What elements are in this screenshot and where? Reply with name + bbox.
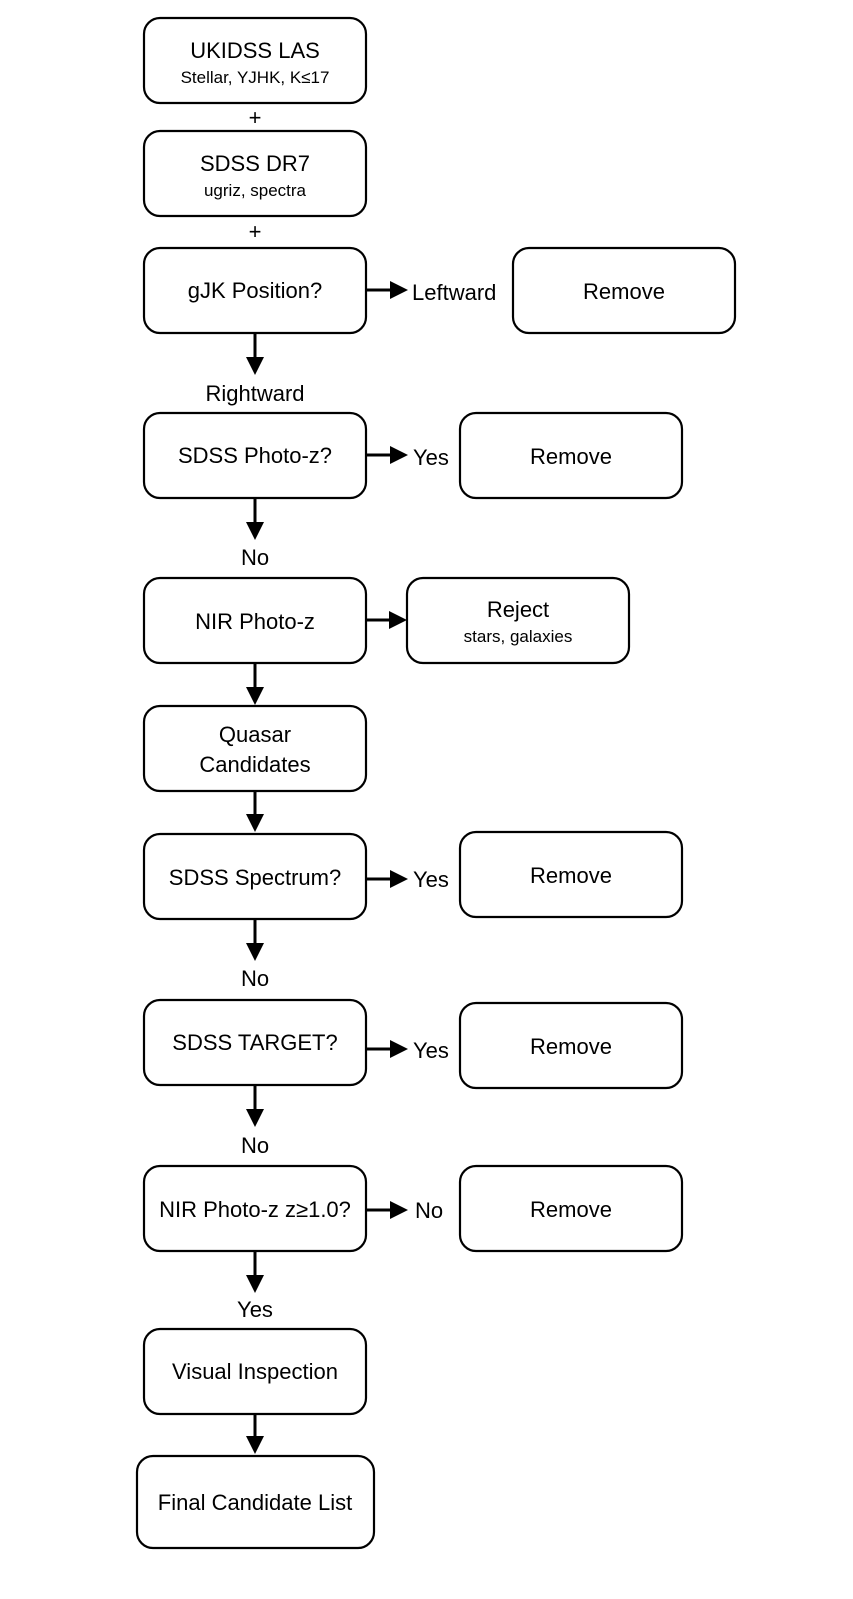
node-sdss-dr7-subtitle: ugriz, spectra	[204, 181, 307, 200]
edge-label-rightward: Rightward	[205, 381, 304, 406]
node-remove-1: Remove	[511, 246, 737, 335]
node-quasar-candidates: Quasar Candidates	[142, 704, 368, 793]
node-remove-1-title: Remove	[583, 279, 665, 304]
node-nir-photoz-cut-title: NIR Photo-z z≥1.0?	[159, 1197, 351, 1222]
node-remove-2: Remove	[458, 411, 684, 500]
node-visual-inspection: Visual Inspection	[142, 1327, 368, 1416]
node-nir-photoz: NIR Photo-z	[142, 576, 368, 665]
arrow-spectrum-to-yes	[366, 870, 408, 888]
node-remove-2-title: Remove	[530, 444, 612, 469]
node-sdss-photoz: SDSS Photo-z?	[142, 411, 368, 500]
arrow-target-to-no	[246, 1085, 264, 1127]
arrow-gjk-to-leftward	[366, 281, 408, 299]
arrow-visual-to-final	[246, 1414, 264, 1454]
edge-label-target-no: No	[241, 1133, 269, 1158]
arrow-spectrum-to-no	[246, 919, 264, 961]
arrow-photoz-to-no	[246, 498, 264, 540]
node-reject-title: Reject	[487, 597, 549, 622]
edge-label-spectrum-yes: Yes	[413, 867, 449, 892]
node-reject-subtitle: stars, galaxies	[464, 627, 573, 646]
arrow-target-to-yes	[366, 1040, 408, 1058]
node-ukidss-las-subtitle: Stellar, YJHK, K≤17	[181, 68, 330, 87]
node-quasar-candidates-line2: Candidates	[199, 752, 310, 777]
node-remove-3-title: Remove	[530, 863, 612, 888]
node-sdss-target-title: SDSS TARGET?	[172, 1030, 337, 1055]
node-final-candidate-list-title: Final Candidate List	[158, 1490, 352, 1515]
node-visual-inspection-title: Visual Inspection	[172, 1359, 338, 1384]
node-sdss-target: SDSS TARGET?	[142, 998, 368, 1087]
node-remove-5-title: Remove	[530, 1197, 612, 1222]
node-remove-4: Remove	[458, 1001, 684, 1090]
node-sdss-spectrum-title: SDSS Spectrum?	[169, 865, 341, 890]
node-remove-3: Remove	[458, 830, 684, 919]
node-quasar-candidates-line1: Quasar	[219, 722, 291, 747]
edge-label-target-yes: Yes	[413, 1038, 449, 1063]
node-final-candidate-list: Final Candidate List	[135, 1454, 376, 1550]
arrow-nir-photoz-to-quasar	[246, 663, 264, 705]
arrow-cut-to-yes	[246, 1251, 264, 1293]
edge-label-leftward: Leftward	[412, 280, 496, 305]
edge-label-spectrum-no: No	[241, 966, 269, 991]
node-sdss-dr7: SDSS DR7 ugriz, spectra	[142, 129, 368, 218]
node-gjk-position: gJK Position?	[142, 246, 368, 335]
node-reject: Reject stars, galaxies	[405, 576, 631, 665]
edge-label-photoz-no: No	[241, 545, 269, 570]
node-nir-photoz-title: NIR Photo-z	[195, 609, 315, 634]
node-ukidss-las-title: UKIDSS LAS	[190, 38, 320, 63]
plus-sign-2: +	[249, 219, 262, 244]
node-sdss-dr7-title: SDSS DR7	[200, 151, 310, 176]
arrow-cut-to-no	[366, 1201, 408, 1219]
arrow-quasar-to-spectrum	[246, 791, 264, 832]
node-nir-photoz-cut: NIR Photo-z z≥1.0?	[142, 1164, 368, 1253]
node-remove-4-title: Remove	[530, 1034, 612, 1059]
edge-label-cut-yes: Yes	[237, 1297, 273, 1322]
plus-sign-1: +	[249, 105, 262, 130]
edge-label-cut-no: No	[415, 1198, 443, 1223]
node-sdss-photoz-title: SDSS Photo-z?	[178, 443, 332, 468]
node-ukidss-las: UKIDSS LAS Stellar, YJHK, K≤17	[142, 16, 368, 105]
node-sdss-spectrum: SDSS Spectrum?	[142, 832, 368, 921]
node-remove-5: Remove	[458, 1164, 684, 1253]
arrow-nir-photoz-to-reject	[366, 611, 407, 629]
arrow-gjk-to-rightward	[246, 333, 264, 375]
edge-label-photoz-yes: Yes	[413, 445, 449, 470]
node-gjk-position-title: gJK Position?	[188, 278, 323, 303]
arrow-photoz-to-yes	[366, 446, 408, 464]
